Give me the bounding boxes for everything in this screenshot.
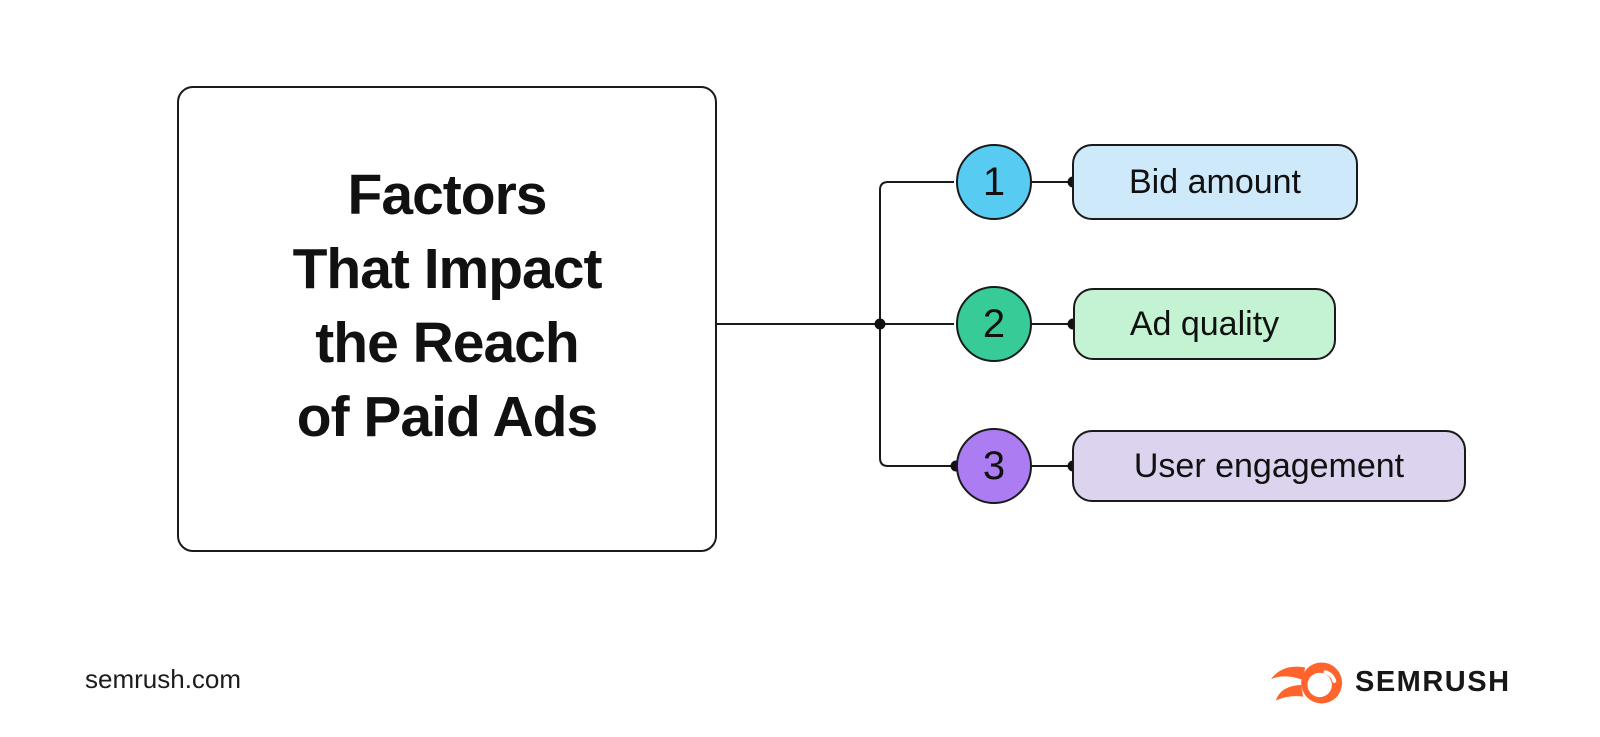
factor-3-number-circle: 3 [956, 428, 1032, 504]
page-title: Factors That Impact the Reach of Paid Ad… [292, 158, 603, 480]
title-line-1: Factors [347, 163, 548, 227]
title-box: Factors That Impact the Reach of Paid Ad… [177, 86, 717, 552]
factor-3-label-box: User engagement [1072, 430, 1466, 502]
semrush-logo-text: SEMRUSH [1355, 665, 1511, 698]
junction-dot [874, 318, 886, 330]
title-line-2: That Impact [292, 237, 603, 301]
factor-2-number-circle: 2 [956, 286, 1032, 362]
factor-3-label: User engagement [1133, 446, 1405, 485]
semrush-flame-icon [1270, 662, 1343, 704]
title-line-4: of Paid Ads [296, 385, 598, 449]
factor-2-label: Ad quality [1129, 304, 1280, 343]
factor-1-label-box: Bid amount [1072, 144, 1358, 220]
website-url: semrush.com [85, 664, 242, 694]
factor-2-label-box: Ad quality [1073, 288, 1336, 360]
title-line-3: the Reach [315, 311, 579, 375]
semrush-logo: SEMRUSH [1268, 658, 1511, 706]
factor-1-number-circle: 1 [956, 144, 1032, 220]
factor-1-label: Bid amount [1129, 162, 1301, 201]
